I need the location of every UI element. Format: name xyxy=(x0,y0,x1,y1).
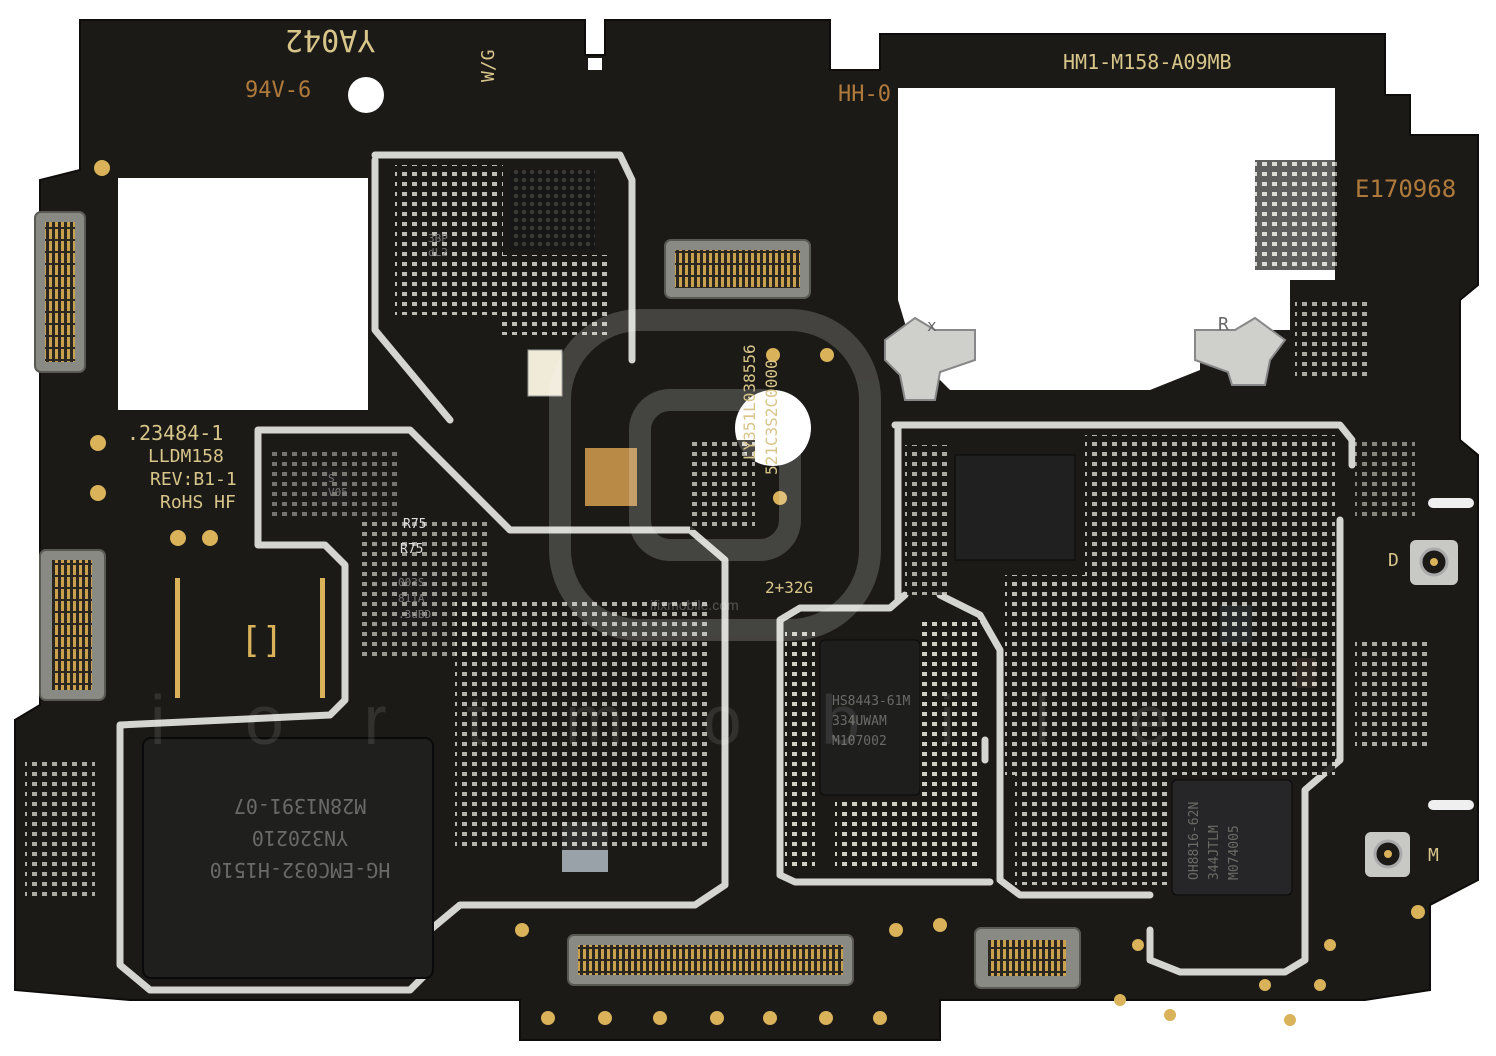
small-chip-a-line2: 811A xyxy=(398,592,425,605)
silk-resistor-1: R75 xyxy=(403,517,427,532)
silk-memory-config: 2+32G xyxy=(765,578,814,597)
small-chip-c-line2: dL2 xyxy=(428,246,448,259)
small-chip-a-line1: 003S xyxy=(398,576,425,589)
silk-model-code: HM1-M158-A09MB xyxy=(1063,50,1232,74)
camera-cutout-right xyxy=(898,88,1335,390)
pmic-chip-line1: OH8816-62N xyxy=(1187,801,1202,880)
silk-revision: REV:B1-1 xyxy=(150,469,237,490)
small-chip-b-line1: S xyxy=(328,472,335,485)
top-notch xyxy=(588,58,602,70)
small-chip-c-line1: 3BP xyxy=(428,232,448,245)
watermark-large-text: i o r t m o b i l e xyxy=(150,681,1199,759)
storage-chip-line2: YN320210 xyxy=(251,826,349,850)
silk-label-d: D xyxy=(1388,550,1399,571)
small-chip-a-marking: 003S 811A .3dBD xyxy=(398,575,431,623)
crystal xyxy=(527,349,563,397)
small-chip-b-marking: S V05 xyxy=(328,472,348,500)
silk-resistor-2: R75 xyxy=(400,542,424,557)
silk-serial-1: LY351L038556 xyxy=(740,344,759,460)
board-slots xyxy=(1428,498,1474,810)
silk-label-r: R xyxy=(1218,314,1229,335)
small-chip-b-line2: V05 xyxy=(328,486,348,499)
silk-label-x: x xyxy=(927,316,937,335)
mounting-hole-top xyxy=(348,77,384,113)
silk-label-m: M xyxy=(1428,845,1439,866)
passive-components xyxy=(25,160,1430,900)
silk-ul-file: E170968 xyxy=(1355,175,1457,203)
storage-chip-line1: HG-EMC032-H1510 xyxy=(209,858,391,882)
silk-top-id: YA042 xyxy=(285,22,376,57)
soc-bga xyxy=(510,170,595,250)
ram-chip-line3: M107002 xyxy=(832,734,887,749)
qr-code xyxy=(585,448,637,506)
silk-serial-2: 521C3S2C0000 xyxy=(762,359,781,475)
pmic-chip-line3: M074005 xyxy=(1227,825,1242,880)
silk-compliance: RoHS HF xyxy=(160,492,236,513)
rf-chip xyxy=(954,454,1076,561)
pmic-chip xyxy=(1171,779,1293,896)
camera-cutout-left xyxy=(118,178,368,410)
spring-clips xyxy=(884,316,1287,401)
test-pads xyxy=(90,160,1425,1026)
ram-chip-line1: HS8443-61M xyxy=(832,694,911,709)
small-chip-c-marking: 3BP dL2 xyxy=(428,232,448,260)
small-chip-a-line3: .3dBD xyxy=(398,608,432,621)
storage-chip xyxy=(142,737,434,979)
watermark-logo xyxy=(549,309,881,641)
silk-wg: W/G xyxy=(478,49,499,82)
ram-chip-marking: HS8443-61M 334UWAM M107002 xyxy=(832,692,910,752)
ram-chip-line2: 334UWAM xyxy=(832,714,887,729)
storage-chip-line3: M28N1391-07 xyxy=(233,794,367,818)
antenna-connector-m xyxy=(1365,832,1410,877)
pmic-chip-marking: OH8816-62N 344JTLM M074005 xyxy=(1185,802,1245,880)
pmic-chip-line2: 344JTLM xyxy=(1207,825,1222,880)
antenna-connector-d xyxy=(1410,540,1458,585)
gold-pad-square xyxy=(175,575,320,700)
silk-board-code: .23484-1 xyxy=(127,421,224,445)
silk-board-name: LLDM158 xyxy=(148,446,224,467)
silk-hh: HH-0 xyxy=(838,82,891,107)
watermark-text: ifixmobile.com xyxy=(650,597,739,613)
svg-text:[]: [] xyxy=(240,620,283,661)
storage-chip-marking: HG-EMC032-H1510 YN320210 M28N1391-07 xyxy=(195,790,405,886)
silk-rating: 94V-6 xyxy=(245,78,312,103)
